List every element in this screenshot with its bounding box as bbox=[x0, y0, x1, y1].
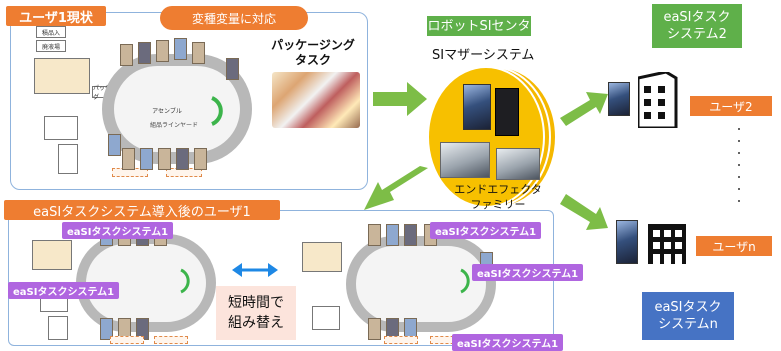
variance-badge: 変種変量に対応 bbox=[160, 6, 308, 30]
parts-label bbox=[110, 336, 144, 344]
parts-shelf-box bbox=[34, 58, 90, 94]
effector-photo bbox=[496, 148, 540, 180]
user2-building-icon bbox=[638, 72, 678, 128]
usern-robot-photo bbox=[616, 220, 638, 264]
storage-box bbox=[312, 306, 340, 330]
end-effector-family-label: エンドエフェクタ ファミリー bbox=[454, 183, 542, 211]
easi-task-system1-tag: eaSIタスクシステム1 bbox=[472, 264, 584, 281]
usern-label: ユーザn bbox=[696, 236, 772, 256]
station bbox=[174, 38, 187, 60]
rotation-icon bbox=[211, 96, 223, 126]
rotation-icon bbox=[460, 268, 470, 294]
factory-layout-top: 積品入 廃液場 パッケージング アセンブル 組品ラインヤード bbox=[30, 24, 255, 180]
robot-si-center-title: ロボットSIセンタ bbox=[427, 16, 531, 36]
station bbox=[192, 42, 205, 64]
robot-arm-photo bbox=[463, 84, 491, 130]
station bbox=[158, 148, 171, 170]
easi-task-systemn-label: eaSIタスク システムn bbox=[642, 292, 734, 340]
station bbox=[140, 148, 153, 170]
user2-robot-photo bbox=[608, 82, 630, 116]
easi-task-system1-tag: eaSIタスクシステム1 bbox=[8, 282, 120, 299]
storage-box-2 bbox=[58, 144, 78, 174]
rearrange-label: 短時間で 組み替え bbox=[216, 286, 296, 340]
after-introduction-title: eaSIタスクシステム導入後のユーザ1 bbox=[4, 200, 280, 220]
station bbox=[226, 58, 239, 80]
line-label: 組品ラインヤード bbox=[150, 122, 199, 129]
storage-box bbox=[48, 316, 68, 340]
scrap-box: 廃液場 bbox=[36, 40, 66, 52]
station bbox=[194, 148, 207, 170]
user2-label: ユーザ2 bbox=[690, 96, 772, 116]
ellipsis-vertical bbox=[738, 128, 742, 208]
parts-label bbox=[154, 336, 188, 344]
current-state-title: ユーザ1現状 bbox=[6, 6, 106, 26]
conveyor-bottom-right bbox=[346, 236, 496, 332]
gripper-photo bbox=[440, 142, 490, 178]
station bbox=[386, 224, 399, 246]
station bbox=[368, 224, 381, 246]
usern-building-icon bbox=[648, 224, 686, 264]
rotation-icon bbox=[180, 268, 190, 294]
station bbox=[156, 40, 169, 62]
parts-shelf-box bbox=[302, 242, 342, 272]
easi-task-system1-tag: eaSIタスクシステム1 bbox=[430, 222, 542, 239]
parts-label bbox=[384, 336, 418, 344]
storage-box-1 bbox=[44, 116, 78, 140]
station bbox=[404, 224, 417, 246]
arrow-to-user2 bbox=[560, 92, 608, 126]
pc-tower-icon bbox=[495, 88, 519, 136]
easi-task-system2-label: eaSIタスク システム2 bbox=[652, 4, 742, 48]
station bbox=[368, 318, 381, 340]
arrow-to-bottom bbox=[364, 166, 428, 210]
swap-arrow-icon bbox=[232, 263, 278, 277]
packaging-products-image bbox=[272, 72, 360, 128]
assemble-box: アセンブル bbox=[152, 107, 182, 115]
station bbox=[138, 42, 151, 64]
easi-task-system1-tag: eaSIタスクシステム1 bbox=[62, 222, 174, 239]
si-mother-system-label: SIマザーシステム bbox=[432, 48, 535, 63]
station bbox=[108, 134, 121, 156]
arrow-to-usern bbox=[560, 194, 608, 230]
station bbox=[100, 318, 113, 340]
parts-shelf-box bbox=[32, 240, 72, 270]
station bbox=[122, 148, 135, 170]
station bbox=[176, 148, 189, 170]
arrow-right-top bbox=[373, 82, 427, 116]
easi-task-system1-tag: eaSIタスクシステム1 bbox=[452, 334, 564, 351]
product-in-box: 積品入 bbox=[36, 26, 66, 38]
station bbox=[120, 44, 133, 66]
packaging-task-label: パッケージング タスク bbox=[271, 38, 355, 67]
factory-layout-bottom-right bbox=[300, 222, 540, 344]
